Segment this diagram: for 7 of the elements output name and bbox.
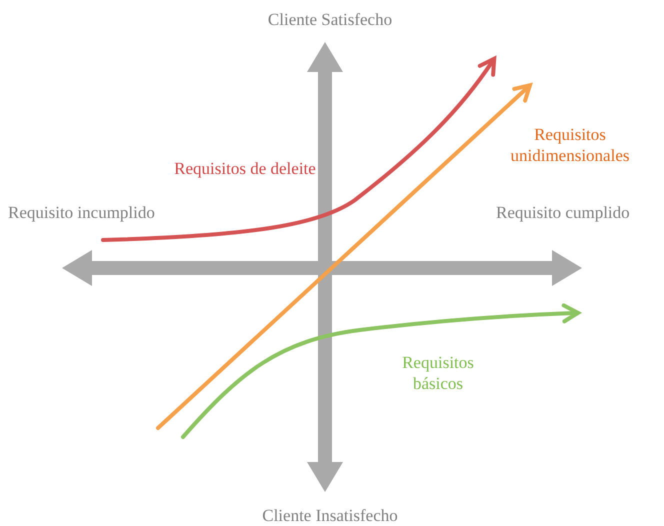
- curve-label: Requisitos unidimensionales: [510, 124, 630, 166]
- axis-label: Cliente Insatisfecho: [261, 505, 399, 526]
- axis-label: Requisito cumplido: [496, 202, 631, 223]
- curve-label: Requisitos de deleite: [173, 158, 317, 179]
- curve-label: Requisitos básicos: [401, 352, 475, 394]
- axis-label: Requisito incumplido: [8, 202, 156, 223]
- axis-label: Cliente Satisfecho: [266, 9, 394, 30]
